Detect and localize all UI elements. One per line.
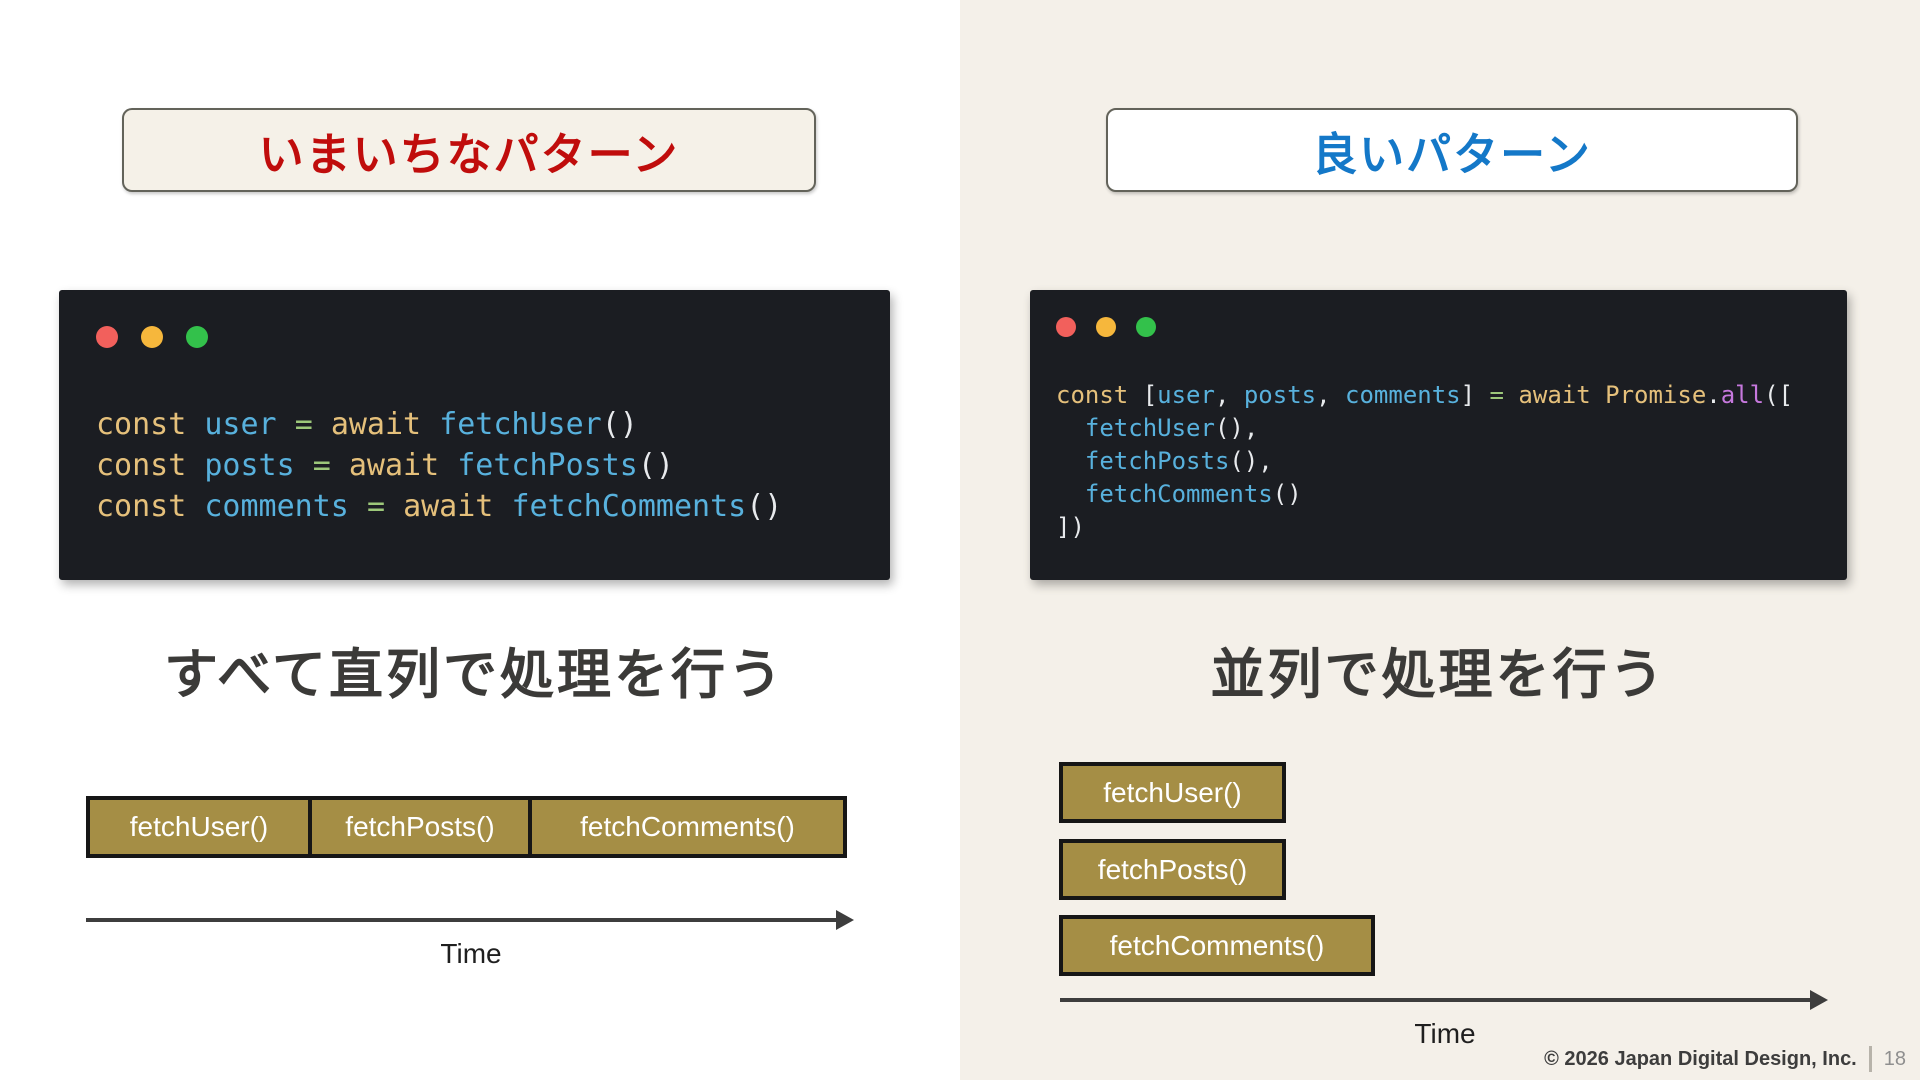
good-pattern-caption: 並列で処理を行う	[1210, 645, 1667, 705]
code-token: fetchComments	[511, 489, 747, 524]
code-token	[1056, 480, 1085, 508]
code-token: await	[348, 448, 458, 483]
code-line: ])	[1056, 511, 1847, 544]
bad-pattern-code-window: const user = await fetchUser()const post…	[59, 290, 890, 580]
code-token: comments	[204, 489, 367, 524]
code-token: ])	[1056, 513, 1085, 541]
code-token: const	[96, 407, 205, 442]
code-line: fetchUser(),	[1056, 412, 1847, 445]
code-token: =	[1489, 381, 1519, 409]
code-token: await	[1518, 381, 1606, 409]
bad-pattern-caption: すべて直列で処理を行う	[163, 645, 786, 705]
window-maximize-icon	[186, 326, 208, 348]
code-token: ()	[1272, 480, 1302, 508]
code-line: const comments = await fetchComments()	[96, 486, 890, 527]
copyright-text: © 2026 Japan Digital Design, Inc.	[1544, 1047, 1857, 1070]
code-token: (),	[1214, 414, 1259, 442]
serial-time-label: Time	[440, 938, 502, 969]
code-token: await	[403, 489, 512, 524]
code-token: const	[1056, 381, 1143, 409]
code-token: =	[312, 448, 349, 483]
window-maximize-icon	[1136, 317, 1156, 337]
window-close-icon	[96, 326, 118, 348]
good-pattern-code-window: const [user, posts, comments] = await Pr…	[1030, 290, 1847, 580]
serial-time-arrow	[86, 910, 854, 930]
code-token: ([	[1764, 381, 1793, 409]
code-line: const posts = await fetchPosts()	[96, 445, 890, 486]
code-line: const user = await fetchUser()	[96, 404, 890, 445]
code-token: ()	[601, 407, 638, 442]
code-token	[1056, 414, 1085, 442]
bad-pattern-code: const user = await fetchUser()const post…	[96, 404, 890, 527]
timeline-bar: fetchUser()	[1059, 762, 1286, 823]
code-token: fetchPosts	[457, 448, 638, 483]
timeline-bar: fetchComments()	[1059, 915, 1375, 976]
good-pattern-code: const [user, posts, comments] = await Pr…	[1056, 379, 1847, 544]
code-token: ()	[637, 448, 674, 483]
code-line: fetchComments()	[1056, 478, 1847, 511]
code-token: ,	[1316, 381, 1346, 409]
bad-pattern-title: いまいちなパターン	[258, 128, 680, 180]
code-token: fetchPosts	[1084, 447, 1230, 475]
code-token: user	[204, 407, 295, 442]
code-token: fetchUser	[1084, 414, 1215, 442]
code-token: const	[96, 489, 205, 524]
parallel-timeline: fetchUser() fetchPosts() fetchComments()	[1059, 762, 1459, 977]
code-token: ]	[1460, 381, 1490, 409]
code-token: =	[366, 489, 404, 524]
code-token: (),	[1229, 447, 1273, 475]
code-token: user	[1157, 381, 1215, 409]
code-token: .	[1706, 381, 1721, 409]
code-token: ,	[1214, 381, 1244, 409]
code-token: Promise	[1605, 381, 1707, 409]
code-token: fetchComments	[1084, 480, 1273, 508]
window-minimize-icon	[1096, 317, 1116, 337]
code-token: await	[330, 407, 440, 442]
code-token: const	[96, 448, 205, 483]
slide-footer: © 2026 Japan Digital Design, Inc. 18	[1544, 1046, 1906, 1072]
code-token: all	[1720, 381, 1765, 409]
window-minimize-icon	[141, 326, 163, 348]
code-token: comments	[1345, 381, 1461, 409]
window-close-icon	[1056, 317, 1076, 337]
code-token	[1056, 447, 1085, 475]
parallel-time-arrow	[1060, 990, 1828, 1010]
parallel-time-label: Time	[1414, 1018, 1476, 1049]
code-line: fetchPosts(),	[1056, 445, 1847, 478]
code-token: [	[1142, 381, 1158, 409]
window-traffic-lights	[1030, 290, 1847, 337]
serial-timeline: fetchUser()fetchPosts()fetchComments()	[86, 796, 847, 858]
page-number: 18	[1883, 1047, 1906, 1070]
window-traffic-lights	[59, 290, 890, 348]
code-token: =	[294, 407, 331, 442]
code-token: ()	[746, 489, 783, 524]
code-token: fetchUser	[439, 407, 602, 442]
good-pattern-title: 良いパターン	[1312, 128, 1592, 180]
timeline-bar: fetchPosts()	[308, 796, 532, 858]
good-pattern-title-box: 良いパターン	[1106, 108, 1798, 192]
code-token: posts	[204, 448, 313, 483]
bad-pattern-title-box: いまいちなパターン	[122, 108, 816, 192]
timeline-bar: fetchUser()	[86, 796, 312, 858]
footer-divider	[1868, 1046, 1872, 1072]
code-token: posts	[1243, 381, 1317, 409]
timeline-bar: fetchPosts()	[1059, 839, 1286, 900]
timeline-bar: fetchComments()	[528, 796, 847, 858]
code-line: const [user, posts, comments] = await Pr…	[1056, 379, 1847, 412]
